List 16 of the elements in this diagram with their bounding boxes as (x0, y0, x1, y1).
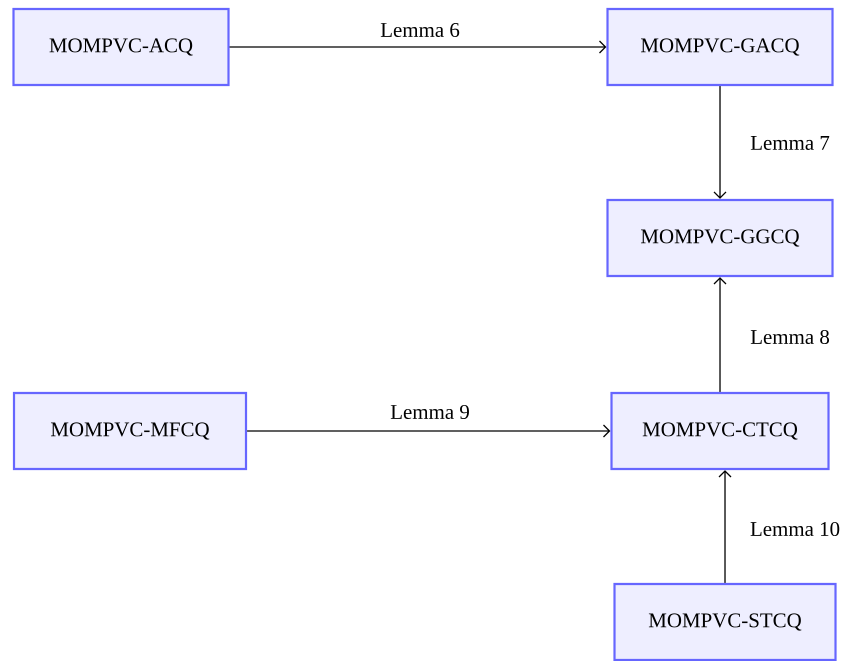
edge-label: Lemma 10 (748, 520, 842, 538)
process-box: MOMPVC-STCQ (613, 582, 837, 661)
process-box: MOMPVC-GACQ (606, 8, 834, 86)
arrow (718, 470, 732, 583)
arrow (230, 40, 606, 54)
arrow (247, 424, 610, 438)
edge-label: Lemma 6 (379, 22, 461, 38)
edge-label: Lemma 8 (749, 328, 831, 346)
process-box: MOMPVC-CTCQ (610, 392, 830, 470)
arrow (714, 277, 726, 392)
process-box: MOMPVC-MFCQ (12, 392, 248, 470)
process-box: MOMPVC-GGCQ (606, 198, 834, 278)
edge-label: Lemma 7 (749, 135, 831, 151)
arrow (714, 86, 726, 199)
edge-label: Lemma 9 (389, 404, 471, 420)
process-box: MOMPVC-ACQ (12, 8, 230, 86)
